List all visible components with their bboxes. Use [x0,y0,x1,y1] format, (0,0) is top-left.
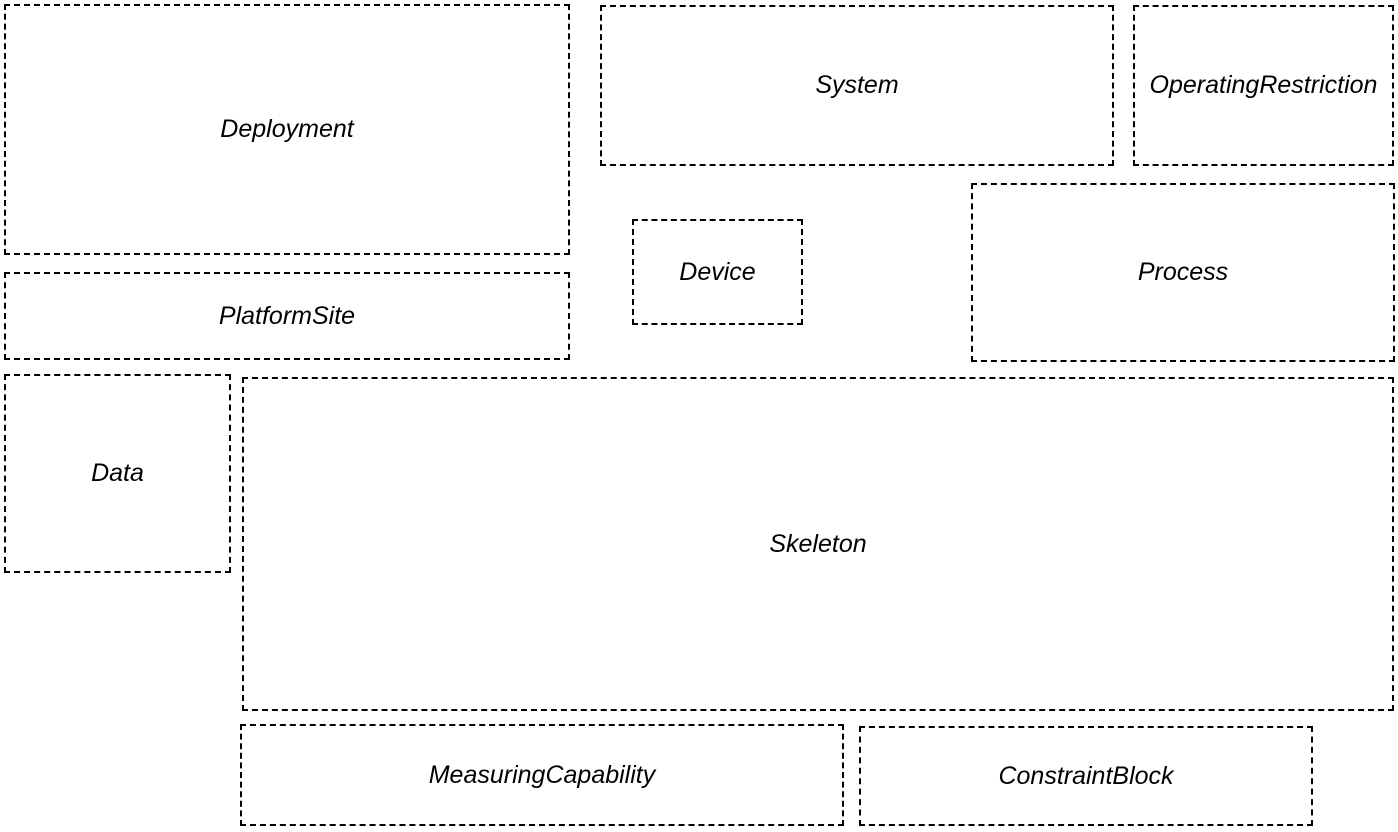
diagram-box-device: Device [632,219,803,325]
box-label: Data [91,459,144,487]
box-label: ConstraintBlock [998,761,1174,790]
diagram-box-measuring-capability: MeasuringCapability [240,724,844,826]
box-label: Skeleton [769,529,867,558]
box-label: OperatingRestriction [1149,71,1378,99]
diagram-box-system: System [600,5,1114,166]
diagram-box-operating-restriction: OperatingRestriction [1133,5,1394,166]
box-label: Deployment [220,115,354,143]
diagram-box-deployment: Deployment [4,4,570,255]
diagram-box-data: Data [4,374,231,573]
box-label: MeasuringCapability [428,760,656,789]
box-label: Device [679,257,756,286]
box-label: System [815,71,899,99]
diagram-box-skeleton: Skeleton [242,377,1394,711]
diagram-box-platform-site: PlatformSite [4,272,570,360]
diagram-box-process: Process [971,183,1395,362]
box-label: Process [1137,258,1229,286]
box-label: PlatformSite [218,301,356,330]
diagram-box-constraint-block: ConstraintBlock [859,726,1313,826]
